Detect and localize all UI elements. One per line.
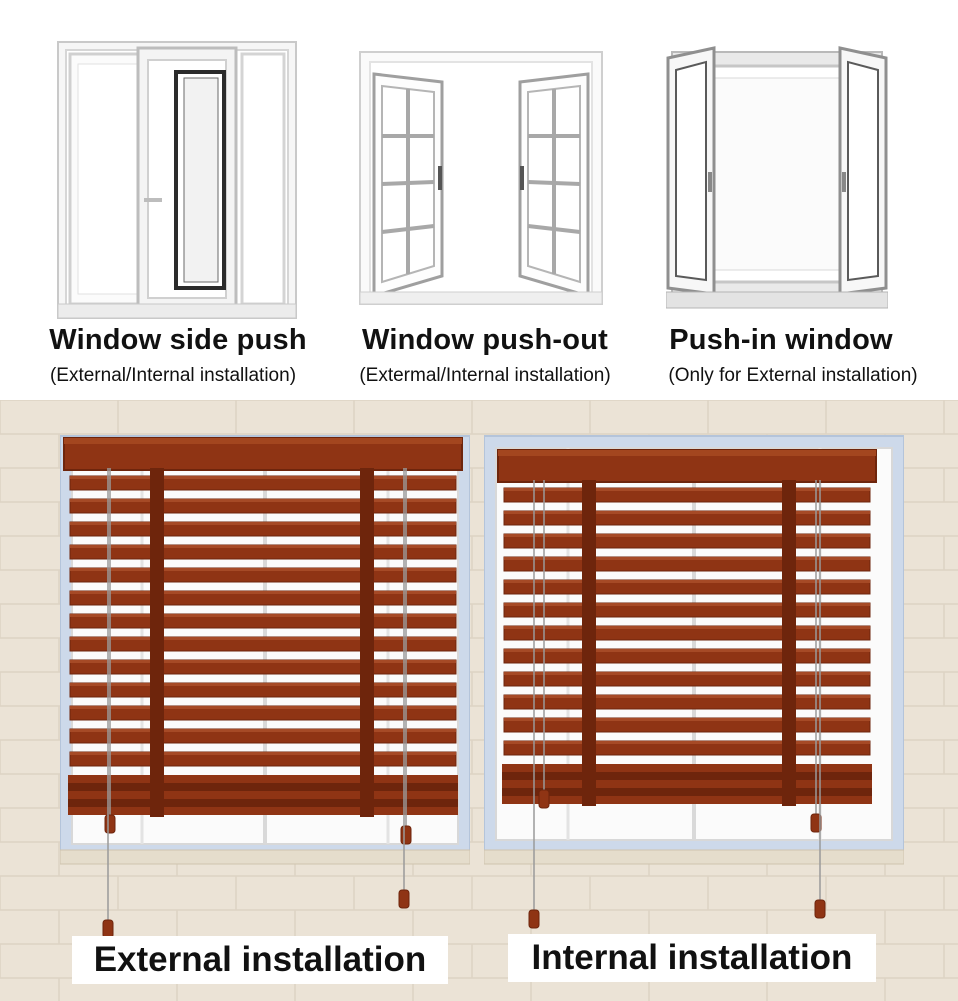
bottom-rail [502, 788, 872, 796]
slat-highlight [70, 591, 456, 594]
ladder-tape [582, 480, 596, 806]
slat-highlight [504, 580, 870, 583]
cord-acorn [398, 889, 410, 909]
slat-highlight [70, 476, 456, 479]
internal-installation-blinds [484, 435, 904, 929]
window-side-push-title: Window side push [49, 324, 307, 356]
head-rail-highlight [64, 438, 462, 444]
window-side-push-subtitle: (External/Internal installation) [49, 365, 297, 386]
external-installation-blinds [60, 435, 470, 939]
internal-installation-label: Internal installation [508, 934, 876, 982]
slat-highlight [70, 545, 456, 548]
slat-highlight [504, 695, 870, 698]
slat-highlight [504, 672, 870, 675]
bottom-rail [68, 791, 458, 799]
ladder-tape [360, 468, 374, 817]
installation-section: External installation Internal installat… [0, 400, 958, 1001]
slat-highlight [504, 603, 870, 606]
push-in-window-subtitle: (Only for External installation) [668, 365, 918, 386]
window-sill [484, 849, 904, 865]
slat-highlight [70, 660, 456, 663]
slat-highlight [70, 637, 456, 640]
bottom-rail [68, 775, 458, 783]
ladder-tape [150, 468, 164, 817]
push-in-window-illustration [666, 46, 888, 309]
cord-acorn [104, 814, 116, 834]
window-types-section: Window side push Window push-out Push-in… [0, 0, 958, 400]
slat-highlight [504, 511, 870, 514]
cord-acorn [400, 825, 412, 845]
ladder-tape [782, 480, 796, 806]
slat-highlight [70, 568, 456, 571]
window-push-out-illustration [359, 51, 603, 305]
slat-highlight [70, 729, 456, 732]
bottom-rail [68, 799, 458, 807]
cord-acorn [538, 789, 550, 809]
slat-highlight [70, 614, 456, 617]
bottom-rail [502, 772, 872, 780]
cord-acorn [528, 909, 540, 929]
slat-highlight [504, 718, 870, 721]
cord-acorn [814, 899, 826, 919]
push-in-window-title: Push-in window [669, 324, 893, 356]
bottom-rail [502, 780, 872, 788]
window-sill [60, 849, 470, 865]
slat-highlight [70, 706, 456, 709]
slat-highlight [504, 649, 870, 652]
slat-highlight [70, 499, 456, 502]
slat-highlight [504, 557, 870, 560]
window-side-push-illustration [57, 41, 297, 319]
slat-highlight [70, 683, 456, 686]
slat-highlight [70, 752, 456, 755]
window-push-out-subtitle: (Extermal/Internal installation) [359, 365, 611, 386]
slat-highlight [504, 741, 870, 744]
window-push-out-title: Window push-out [362, 324, 608, 356]
slat-highlight [504, 488, 870, 491]
external-installation-label: External installation [72, 936, 448, 984]
bottom-rail [68, 807, 458, 815]
slat-highlight [70, 522, 456, 525]
slat-highlight [504, 626, 870, 629]
head-rail-highlight [498, 450, 876, 456]
bottom-rail [502, 796, 872, 804]
slat-highlight [504, 534, 870, 537]
bottom-rail [68, 783, 458, 791]
cord-acorn [810, 813, 822, 833]
bottom-rail [502, 764, 872, 772]
